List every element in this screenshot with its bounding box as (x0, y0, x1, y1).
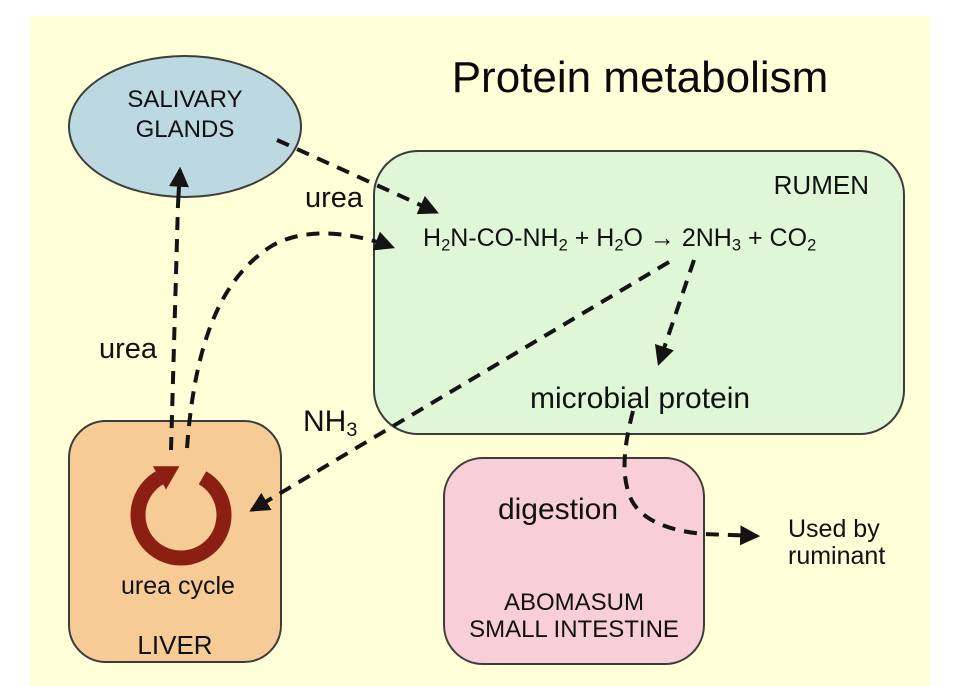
page-title: Protein metabolism (451, 53, 829, 102)
abomasum-label-line1: ABOMASUM (503, 589, 644, 616)
urea-cycle-label: urea cycle (121, 572, 235, 600)
urea-hydrolysis-equation: H2N-CO-NH2 + H2O → 2NH3 + CO2 (423, 224, 817, 255)
urea-label-top: urea (305, 182, 364, 214)
used-by-ruminant-label: Used by ruminant (788, 516, 885, 570)
abomasum-label-line2: SMALL INTESTINE (469, 616, 679, 643)
liver-label: LIVER (137, 630, 213, 660)
rumen-label: RUMEN (773, 170, 869, 200)
salivary-glands-label-line1: SALIVARY (127, 85, 243, 113)
rumen-node: RUMEN H2N-CO-NH2 + H2O → 2NH3 + CO2 micr… (373, 150, 905, 435)
abomasum-node: digestion ABOMASUM SMALL INTESTINE (443, 457, 705, 665)
used-by-line1: Used by (788, 515, 880, 543)
abomasum-label: ABOMASUM SMALL INTESTINE (445, 589, 703, 643)
liver-node: urea cycle LIVER (68, 420, 282, 663)
salivary-glands-node: SALIVARY GLANDS (68, 55, 302, 198)
salivary-glands-label-line2: GLANDS (135, 115, 235, 143)
salivary-glands-label: SALIVARY GLANDS (127, 85, 242, 145)
microbial-protein-label: microbial protein (530, 382, 751, 415)
nh3-label: NH3 (303, 405, 358, 442)
digestion-label: digestion (497, 493, 619, 526)
urea-label-left: urea (99, 333, 158, 365)
used-by-line2: ruminant (788, 542, 886, 570)
